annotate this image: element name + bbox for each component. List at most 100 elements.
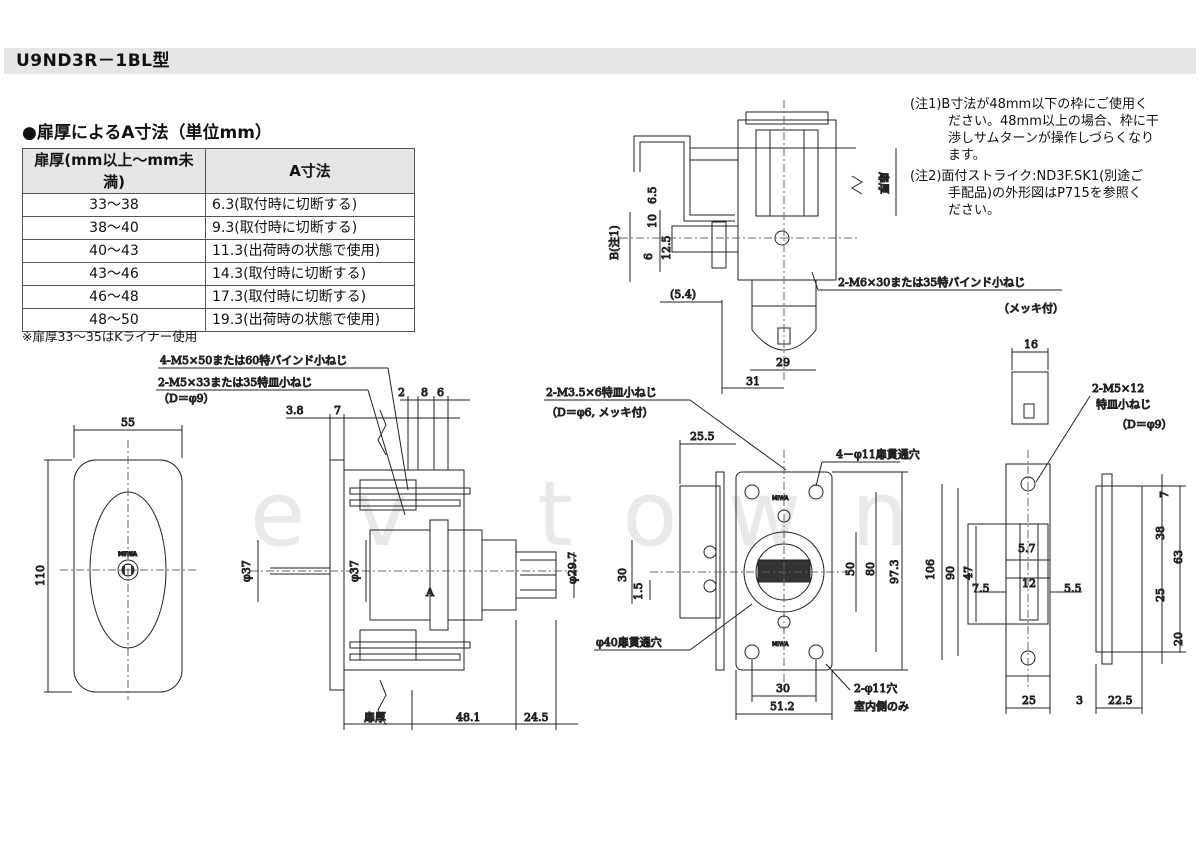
strike-face-side [1101, 473, 1113, 665]
watermark: ev town [250, 462, 958, 567]
leader-line [689, 399, 787, 471]
table-cell: 11.3(出荷時の状態で使用) [205, 239, 415, 263]
lock-body-top [737, 119, 837, 281]
screw-hole [808, 644, 824, 660]
dim-label: 10 [646, 214, 659, 228]
top-view: 扉厚 6.5 10 6 12.5 B(注1) 2-M6×30または35特バインド… [607, 100, 1065, 394]
dim-label: 29 [776, 356, 790, 369]
screw [349, 653, 461, 661]
screw [349, 499, 461, 507]
a-dimension-table: 扉厚(mm以上～mm未満) A寸法 33～38 6.3(取付時に切断する) 38… [22, 148, 415, 332]
dim-label: 6.5 [646, 187, 659, 205]
table-cell: 14.3(取付時に切断する) [205, 262, 415, 286]
screw [349, 641, 471, 649]
dim-label: φ37 [348, 560, 361, 582]
callout-text: （メッキ付） [998, 302, 1064, 315]
dim-label: 51.2 [770, 700, 795, 713]
dim-label: 90 [944, 566, 957, 580]
brand-mark: MIWA [772, 641, 790, 648]
screw-hole [744, 644, 760, 660]
dim-label: 47 [962, 566, 975, 580]
screw [349, 487, 471, 495]
callout-text: φ40扉貫通穴 [596, 635, 662, 649]
leader-line [815, 461, 823, 487]
dim-label: 1.5 [632, 583, 645, 601]
mounting-bar [715, 471, 725, 671]
table-row: 43～46 14.3(取付時に切断する) [22, 262, 415, 286]
dim-label: 38 [1154, 526, 1167, 540]
a-mark: A [425, 586, 435, 599]
table-row: 46～48 17.3(取付時に切断する) [22, 285, 415, 309]
dim-label: 8 [421, 386, 428, 399]
dim-label: 3.8 [286, 404, 304, 417]
note-1-line: ます。 [948, 148, 986, 163]
callout-text: 4－φ11扉貫通穴 [836, 447, 920, 461]
leader-line [811, 271, 819, 291]
dim-label: 扉厚 [364, 711, 386, 724]
inner-mechanism [755, 129, 819, 217]
strike-box-outline [967, 523, 1049, 625]
dim-label: 48.1 [456, 711, 481, 724]
callout-text: 2-M5×33または35特皿小ねじ [158, 375, 312, 389]
dim-label: 110 [34, 565, 47, 586]
dim-label: 63 [1172, 550, 1185, 564]
strike-box-side [1095, 485, 1143, 653]
dim-label: 12.5 [660, 236, 673, 261]
frame-profile [633, 135, 735, 216]
table-header-row: 扉厚(mm以上～mm未満) A寸法 [22, 148, 415, 194]
frame-profile [639, 141, 735, 222]
dim-label: 7 [334, 404, 341, 417]
table-cell: 17.3(取付時に切断する) [205, 285, 415, 309]
dim-label: 106 [924, 559, 937, 580]
upper-block [359, 479, 417, 511]
callout-text: 2-M5×12 [1092, 382, 1144, 395]
table-row: 33～38 6.3(取付時に切断する) [22, 193, 415, 217]
table-row: 48～50 19.3(出荷時の状態で使用) [22, 308, 415, 332]
dim-label: 6 [642, 253, 655, 260]
dim-label: 25 [1022, 694, 1036, 707]
screw-hole [703, 545, 717, 559]
dim-label: 7 [1158, 491, 1171, 498]
note-2-line: 手配品)の外形図はP715を参照く [948, 186, 1142, 201]
dim-label: 30 [616, 568, 629, 582]
dim-label: 97.3 [888, 560, 901, 585]
dim-label: 30 [776, 682, 790, 695]
lock-body-side [343, 469, 465, 671]
callout-text: 2-M3.5×6特皿小ねじ [546, 385, 657, 399]
front-view: MIWA 55 110 [34, 416, 196, 700]
leader-line [1035, 395, 1091, 483]
callout-text: （D＝φ6, メッキ付） [546, 406, 654, 419]
table-header: A寸法 [205, 148, 415, 194]
cylinder-cap [745, 111, 829, 125]
callout-text: （D＝φ9） [1116, 418, 1173, 431]
brand-mark: MIWA [772, 495, 790, 502]
callout-text: 4-M5×50または60特バインド小ねじ [160, 353, 347, 367]
screw-hole [703, 579, 717, 593]
note-2-line: ださい。 [948, 203, 1001, 218]
title-bar: U9ND3R－1BL型 [4, 48, 1196, 74]
callout-text: 2-M6×30または35特バインド小ねじ [838, 275, 1025, 289]
callout-text: 室内側のみ [854, 699, 909, 713]
strike-view: 16 2-M5×12 特皿小ねじ （D＝φ9） 106 90 47 5.7 7.… [924, 338, 1186, 714]
note-2-line: (注2)面付ストライク:ND3F.SK1(別途ご [910, 169, 1144, 184]
dim-label: 3 [1076, 694, 1083, 707]
dim-label: 5.7 [1018, 542, 1036, 555]
strike-top-box [1011, 371, 1049, 425]
table-cell: 48～50 [22, 308, 206, 332]
table-note: ※扉厚33～35はKライナー使用 [22, 329, 198, 344]
dim-label: φ29.7 [566, 552, 579, 584]
dim-label: φ37 [240, 560, 253, 582]
thumbturn-head [751, 305, 817, 351]
dim-label: 2 [398, 386, 405, 399]
table-cell: 43～46 [22, 262, 206, 286]
leader-line [689, 603, 753, 651]
dim-label: 扉厚 [877, 172, 890, 194]
dim-label: 5.5 [1064, 582, 1082, 595]
table-cell: 33～38 [22, 193, 206, 217]
plate-view: 2-M3.5×6特皿小ねじ （D＝φ6, メッキ付） MIWA MIWA 25.… [544, 385, 920, 720]
dim-label: 55 [121, 416, 135, 429]
side-view: 4-M5×50または60特バインド小ねじ 2-M5×33または35特皿小ねじ （… [156, 353, 580, 730]
model-title: U9ND3R－1BL型 [16, 51, 171, 71]
break-line [851, 175, 863, 195]
